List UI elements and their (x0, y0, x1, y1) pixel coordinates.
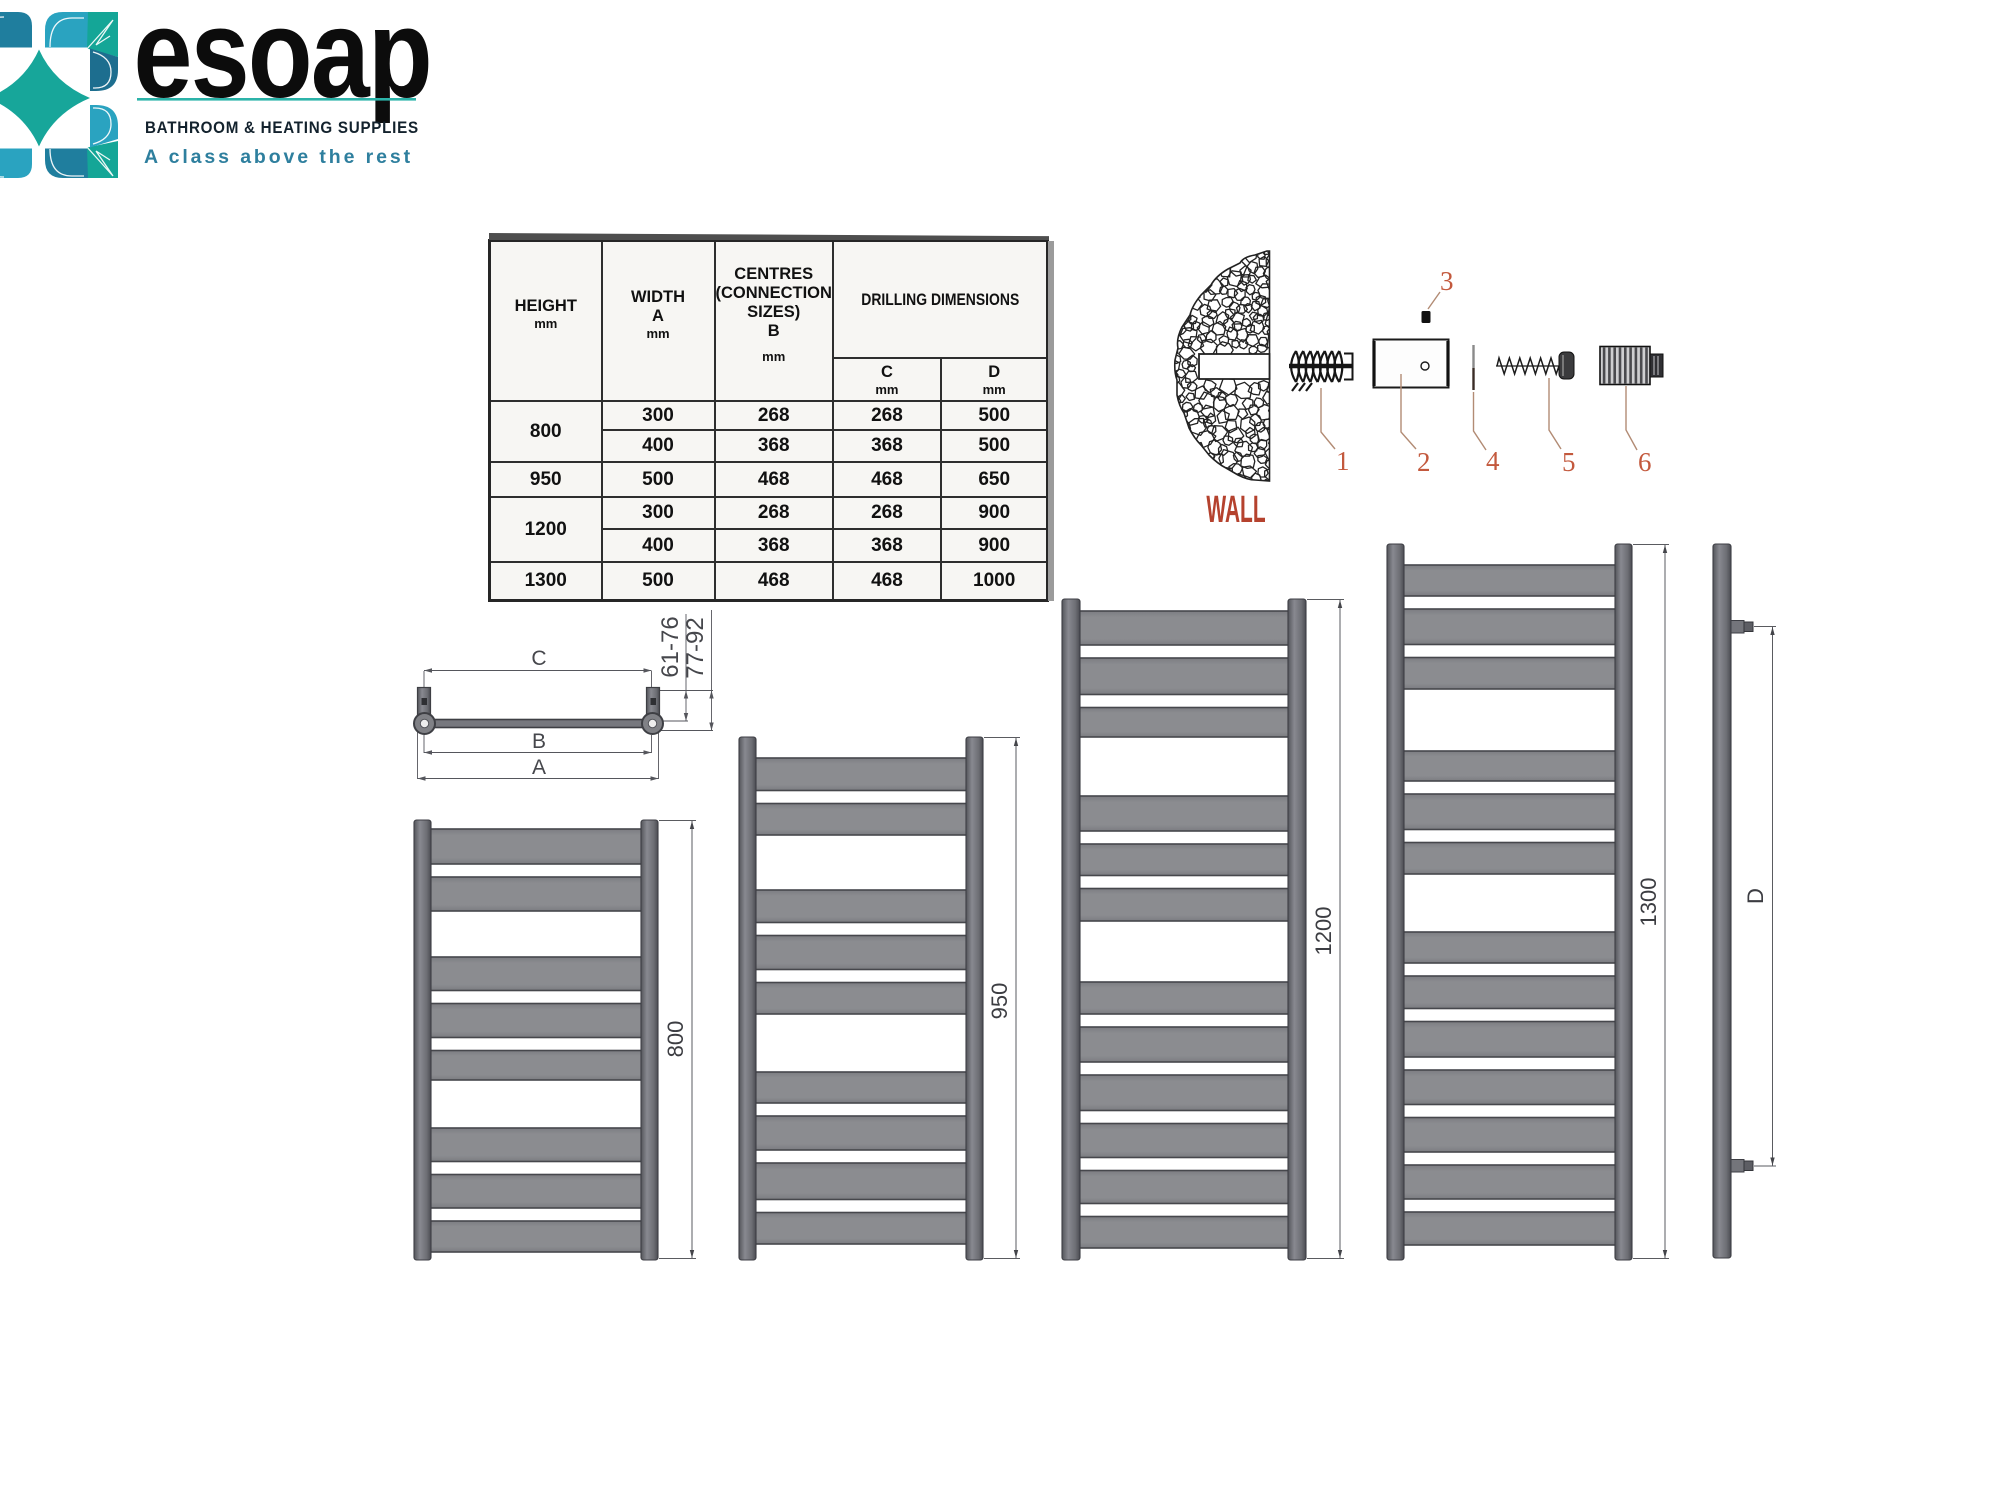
svg-text:1200: 1200 (1311, 907, 1336, 956)
svg-text:C: C (531, 647, 546, 670)
svg-text:BATHROOM & HEATING SUPPLIES: BATHROOM & HEATING SUPPLIES (145, 119, 419, 137)
svg-text:1: 1 (1336, 446, 1350, 476)
svg-text:1300: 1300 (1636, 878, 1661, 927)
svg-text:WALL: WALL (1206, 489, 1265, 531)
svg-text:61-76: 61-76 (657, 616, 684, 677)
svg-text:800: 800 (663, 1021, 688, 1058)
svg-text:5: 5 (1562, 447, 1576, 477)
svg-text:3: 3 (1440, 266, 1454, 296)
svg-text:A class above the rest: A class above the rest (144, 146, 413, 168)
svg-text:2: 2 (1417, 447, 1431, 477)
svg-text:950: 950 (987, 983, 1012, 1020)
svg-text:77-92: 77-92 (682, 617, 709, 678)
svg-text:6: 6 (1638, 447, 1652, 477)
svg-text:A: A (532, 756, 546, 779)
svg-text:esoap: esoap (134, 0, 431, 124)
svg-text:D: D (1743, 888, 1768, 904)
svg-text:B: B (532, 730, 546, 753)
svg-text:4: 4 (1486, 446, 1500, 476)
